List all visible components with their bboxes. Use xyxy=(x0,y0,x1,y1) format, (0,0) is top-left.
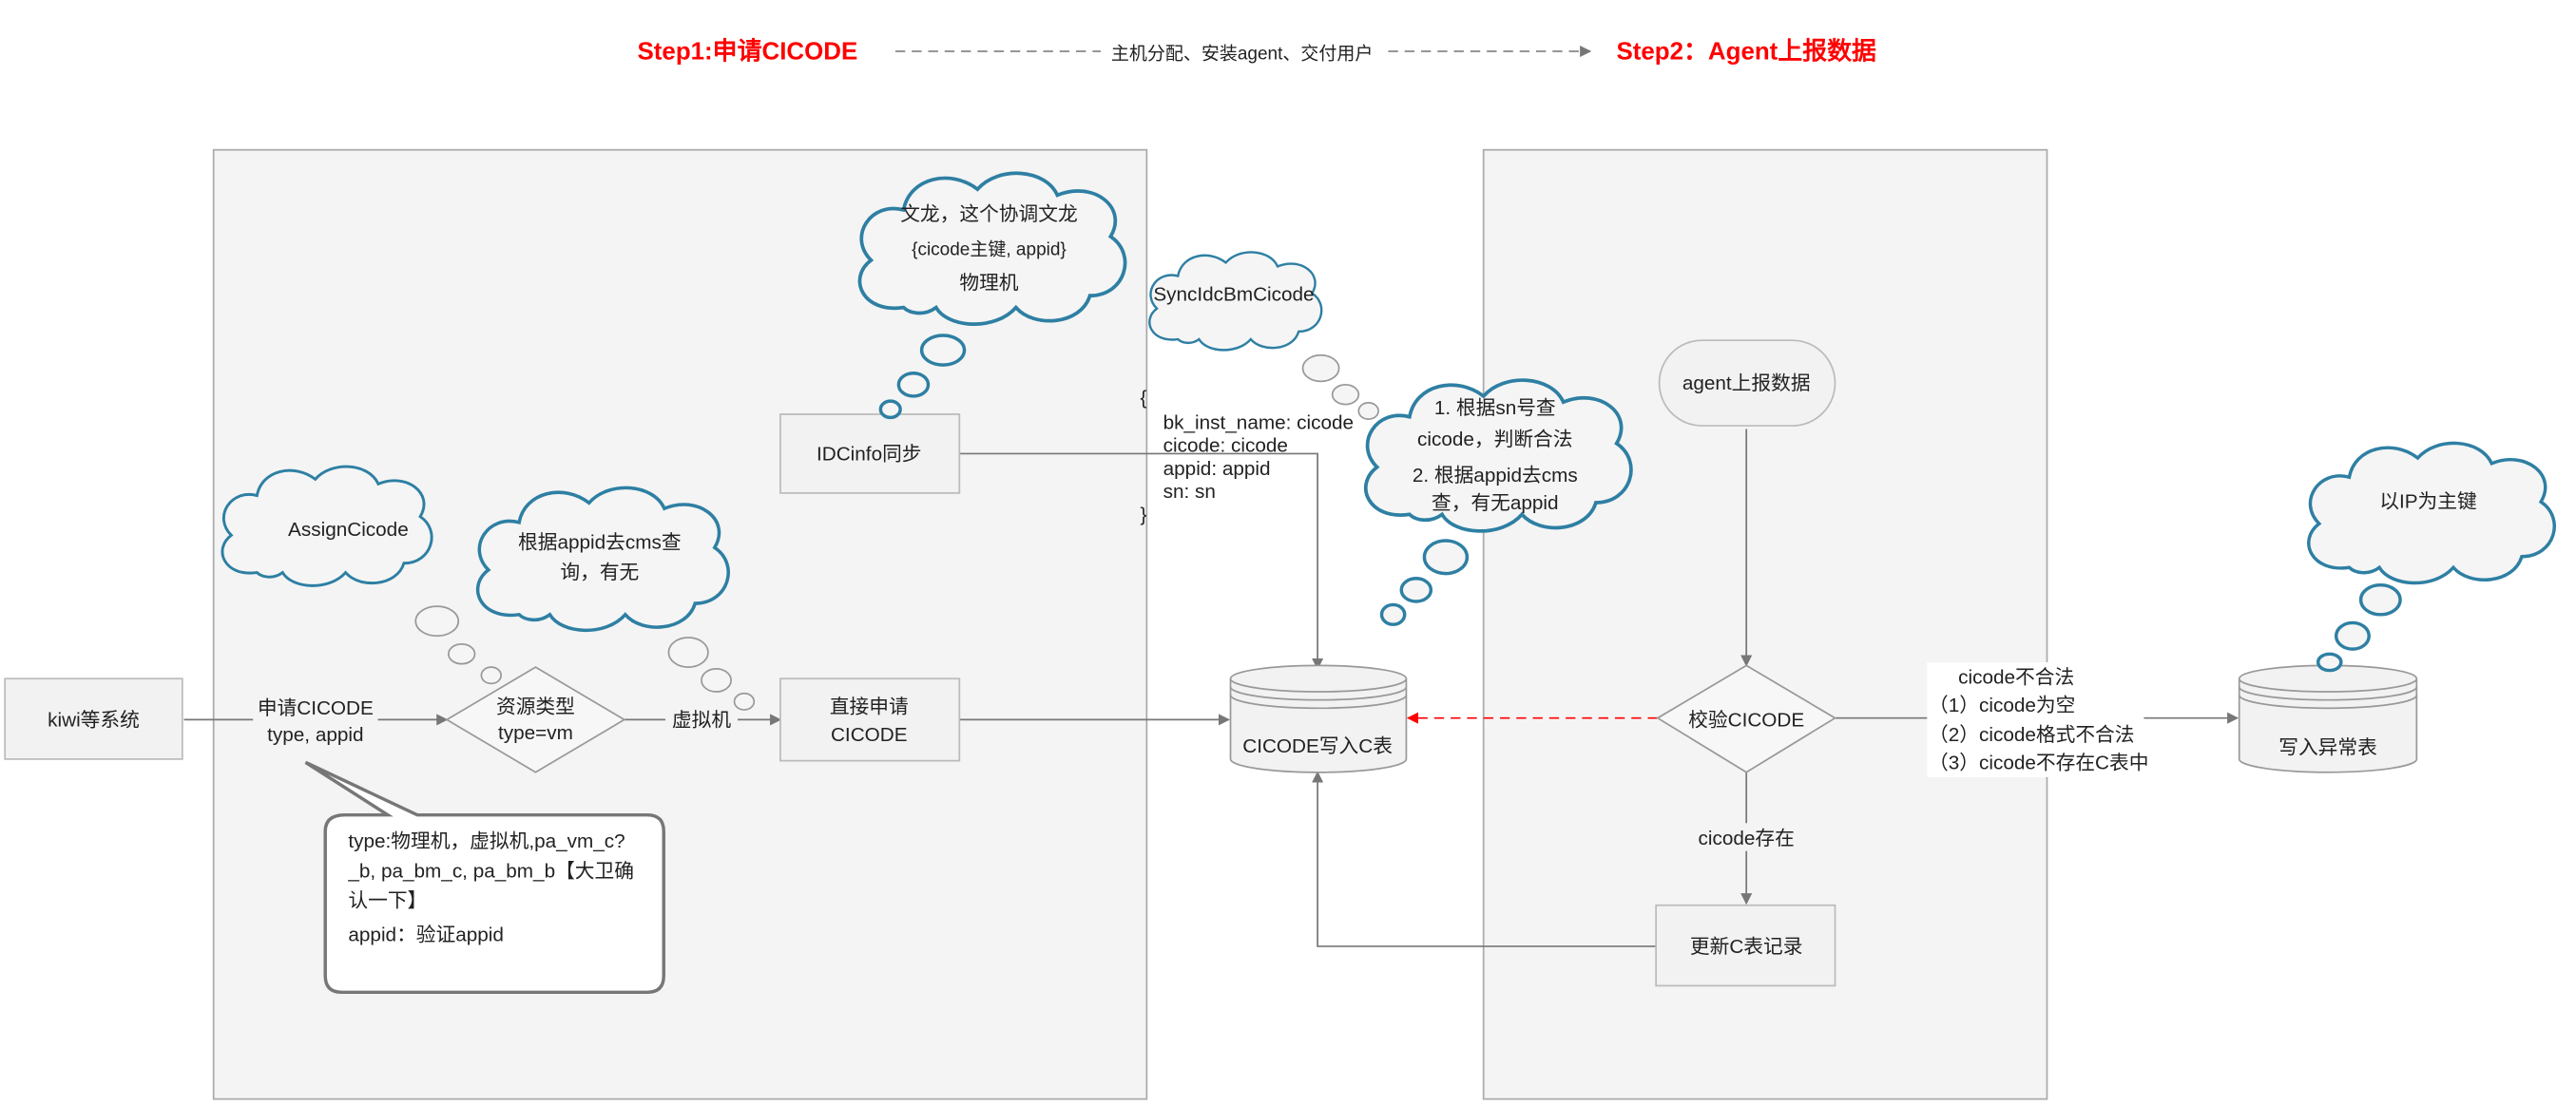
step1-title: Step1:申请CICODE xyxy=(638,38,858,66)
db-write-label: CICODE写入C表 xyxy=(1242,735,1393,757)
cloud-wenlong: 文龙，这个协调文龙 {cicode主键, appid} 物理机 xyxy=(857,171,1127,327)
cloud-check-line-4: 查，有无appid xyxy=(1432,492,1559,514)
bubble-ip-1 xyxy=(2358,582,2402,617)
callout-line-4: appid：验证appid xyxy=(348,925,504,946)
decision-line-1: 资源类型 xyxy=(496,696,575,718)
bubble-ip-3 xyxy=(2316,652,2343,673)
cloud-appid-line-2: 询，有无 xyxy=(560,562,639,583)
bubble-wenlong-2 xyxy=(896,372,931,398)
cloud-check-line-3: 2. 根据appid去cms xyxy=(1413,465,1578,486)
json-line-1: bk_inst_name: cicode xyxy=(1163,412,1354,434)
decision-line-2: type=vm xyxy=(498,722,573,744)
node-direct-apply[interactable]: 直接申请 CICODE xyxy=(779,677,961,762)
invalid-reason-2: （2）cicode格式不合法 xyxy=(1929,724,2134,746)
bubble-sync-3 xyxy=(1357,401,1379,421)
node-update-record[interactable]: 更新C表记录 xyxy=(1655,904,1836,987)
node-kiwi-label: kiwi等系统 xyxy=(48,709,140,731)
direct-apply-line-1: 直接申请 xyxy=(830,696,909,718)
vm-label-bg xyxy=(664,704,739,732)
bubble-check-1 xyxy=(1422,539,1470,576)
cloud-check-line-1: 1. 根据sn号查 xyxy=(1434,397,1556,419)
node-kiwi[interactable]: kiwi等系统 xyxy=(4,677,183,760)
edge-update-to-db xyxy=(1312,771,1657,947)
node-validate[interactable]: 校验CICODE xyxy=(1656,664,1837,773)
db-exception-label: 写入异常表 xyxy=(2278,737,2377,759)
idcinfo-label: IDCinfo同步 xyxy=(817,443,922,465)
header-flow-label: 主机分配、安装agent、交付用户 xyxy=(1111,44,1374,65)
bubble-appid-3 xyxy=(733,692,756,711)
invalid-label-bg xyxy=(1927,661,2144,777)
node-agent-report[interactable]: agent上报数据 xyxy=(1658,339,1836,427)
cloud-ip-key: 以IP为主键 xyxy=(2306,441,2557,585)
node-idcinfo[interactable]: IDCinfo同步 xyxy=(779,413,961,494)
bubble-check-3 xyxy=(1379,602,1407,626)
cloud-check: 1. 根据sn号查 cicode，判断合法 2. 根据appid去cms 查，有… xyxy=(1366,380,1631,531)
header-flow-label-bg xyxy=(1100,38,1385,65)
step2-title: Step2：Agent上报数据 xyxy=(1616,37,1876,66)
cloud-ip-key-label: 以IP为主键 xyxy=(2379,490,2476,512)
cloud-wenlong-line-1: 文龙，这个协调文龙 xyxy=(900,203,1077,225)
cloud-check-line-2: cicode，判断合法 xyxy=(1417,429,1572,450)
cloud-appid-line-1: 根据appid去cms查 xyxy=(518,532,682,554)
update-record-label: 更新C表记录 xyxy=(1690,936,1803,958)
bubble-sync-1 xyxy=(1301,353,1340,383)
invalid-title: cicode不合法 xyxy=(1958,666,2074,688)
bubble-assign-1 xyxy=(414,605,460,638)
node-decision-resource-type[interactable]: 资源类型 type=vm xyxy=(445,666,626,773)
agent-report-label: agent上报数据 xyxy=(1682,372,1811,394)
json-open: { xyxy=(1140,388,1146,410)
node-db-exception[interactable]: 写入异常表 xyxy=(2238,664,2418,773)
apply-label-2: type, appid xyxy=(267,724,363,746)
bubble-check-2 xyxy=(1399,577,1433,603)
json-line-3: appid: appid xyxy=(1163,458,1271,480)
bubble-wenlong-1 xyxy=(919,334,967,367)
cloud-sync-label: SyncIdcBmCicode xyxy=(1153,284,1314,306)
exists-label-bg xyxy=(1693,823,1799,851)
validate-label: 校验CICODE xyxy=(1688,709,1804,731)
bubble-sync-2 xyxy=(1331,383,1360,406)
cloud-appid-query: 根据appid去cms查 询，有无 xyxy=(475,486,731,633)
invalid-reason-1: （1）cicode为空 xyxy=(1929,695,2075,716)
cloud-assign: AssignCicode xyxy=(221,465,433,588)
bubble-appid-1 xyxy=(667,637,709,668)
bubble-assign-2 xyxy=(447,643,476,665)
bubble-assign-3 xyxy=(480,666,503,685)
invalid-reason-3: （3）cicode不存在C表中 xyxy=(1929,752,2148,773)
bubble-wenlong-3 xyxy=(878,399,902,420)
bubble-appid-2 xyxy=(701,667,732,693)
callout-line-2: _b, pa_bm_c, pa_bm_b【大卫确 xyxy=(347,860,634,882)
cloud-assign-label: AssignCicode xyxy=(288,519,409,541)
callout-type-appid: type:物理机，虚拟机,pa_vm_c? _b, pa_bm_c, pa_bm… xyxy=(304,760,665,995)
node-db-write[interactable]: CICODE写入C表 xyxy=(1229,664,1408,773)
json-close: } xyxy=(1140,504,1146,525)
exists-label: cicode存在 xyxy=(1699,828,1795,849)
cloud-wenlong-line-3: 物理机 xyxy=(959,273,1018,295)
direct-apply-line-2: CICODE xyxy=(831,724,908,746)
apply-label-bg xyxy=(253,692,378,750)
bubble-ip-2 xyxy=(2334,620,2371,651)
apply-label-1: 申请CICODE xyxy=(258,697,374,719)
cloud-wenlong-line-2: {cicode主键, appid} xyxy=(912,238,1067,259)
json-line-4: sn: sn xyxy=(1163,481,1216,503)
vm-label: 虚拟机 xyxy=(672,709,731,731)
callout-line-3: 认一下】 xyxy=(348,889,427,911)
json-line-2: cicode: cicode xyxy=(1163,435,1288,457)
edge-idcinfo-to-db xyxy=(959,452,1324,671)
cloud-sync: SyncIdcBmCicode xyxy=(1147,250,1323,353)
callout-line-1: type:物理机，虚拟机,pa_vm_c? xyxy=(348,830,625,852)
